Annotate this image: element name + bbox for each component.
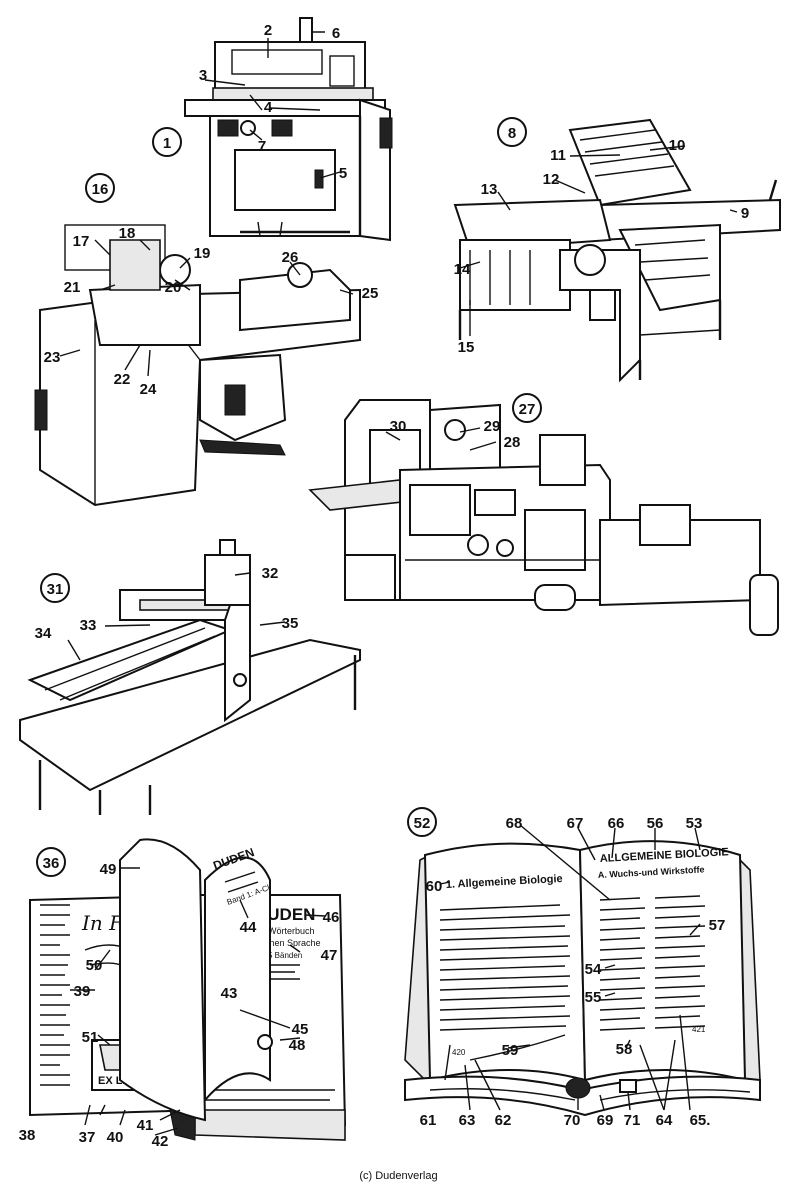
svg-text:37: 37: [79, 1129, 96, 1146]
svg-text:44: 44: [240, 919, 257, 936]
svg-text:59: 59: [502, 1042, 519, 1059]
svg-text:19: 19: [194, 245, 211, 262]
svg-text:10: 10: [669, 137, 686, 154]
open-book-front-illustration: In Fr EX LIBRIS DUDEN Wörterbuch chen Sp…: [29, 838, 347, 1141]
case-maker-illustration: [308, 399, 779, 636]
svg-text:23: 23: [44, 349, 61, 366]
svg-text:45: 45: [292, 1021, 309, 1038]
figure-number-52: 52: [407, 807, 437, 837]
title-page-line3: 5 Bänden: [268, 951, 302, 960]
title-page-line1: Wörterbuch: [268, 926, 315, 936]
svg-text:13: 13: [481, 181, 498, 198]
svg-text:24: 24: [140, 381, 157, 398]
svg-text:58: 58: [616, 1041, 633, 1058]
svg-text:54: 54: [585, 961, 602, 978]
svg-text:61: 61: [420, 1112, 437, 1129]
svg-text:57: 57: [709, 917, 726, 934]
svg-text:35: 35: [282, 615, 299, 632]
figure-number-1: 1: [152, 127, 182, 157]
svg-text:8: 8: [508, 125, 516, 142]
svg-text:66: 66: [608, 815, 625, 832]
folding-machine-illustration: [453, 118, 781, 383]
svg-text:68: 68: [506, 815, 523, 832]
svg-text:53: 53: [686, 815, 703, 832]
gluing-machine-illustration: [19, 539, 361, 815]
leader-lines: [59, 31, 738, 1136]
svg-text:12: 12: [543, 171, 560, 188]
svg-text:56: 56: [647, 815, 664, 832]
svg-text:14: 14: [454, 261, 471, 278]
figure-number-27: 27: [512, 393, 542, 423]
svg-text:11: 11: [550, 147, 566, 164]
svg-text:31: 31: [47, 581, 64, 598]
svg-text:71: 71: [624, 1112, 641, 1129]
figure-number-36: 36: [36, 847, 66, 877]
svg-text:18: 18: [119, 225, 136, 242]
figure-number-16: 16: [85, 173, 115, 203]
svg-text:64: 64: [656, 1112, 673, 1129]
svg-text:48: 48: [289, 1037, 306, 1054]
svg-text:28: 28: [504, 434, 521, 451]
svg-text:9: 9: [741, 205, 749, 222]
svg-text:17: 17: [73, 233, 90, 250]
svg-text:67: 67: [567, 815, 584, 832]
svg-text:21: 21: [64, 279, 81, 296]
title-page-line2: chen Sprache: [265, 938, 321, 948]
svg-text:1: 1: [163, 135, 171, 152]
svg-text:43: 43: [221, 985, 238, 1002]
figure-number-31: 31: [40, 573, 70, 603]
svg-text:46: 46: [323, 909, 340, 926]
svg-text:34: 34: [35, 625, 52, 642]
svg-text:42: 42: [152, 1133, 169, 1150]
svg-text:65.: 65.: [690, 1112, 711, 1129]
svg-text:63: 63: [459, 1112, 476, 1129]
svg-text:51: 51: [82, 1029, 99, 1046]
svg-text:33: 33: [80, 617, 97, 634]
svg-text:39: 39: [74, 983, 91, 1000]
svg-text:3: 3: [199, 67, 207, 84]
svg-text:15: 15: [458, 339, 475, 356]
svg-text:25: 25: [362, 285, 379, 302]
svg-text:20: 20: [165, 279, 182, 296]
binding-machine-illustration: [34, 224, 361, 507]
svg-text:60: 60: [426, 878, 443, 895]
svg-text:7: 7: [258, 138, 266, 155]
svg-text:16: 16: [92, 181, 109, 198]
svg-text:38: 38: [19, 1127, 36, 1144]
part-labels: 2 3 4 5 6 7 9 10 11 12 13 14 15 17 18 19…: [19, 22, 750, 1150]
svg-text:30: 30: [390, 418, 407, 435]
svg-text:36: 36: [43, 855, 60, 872]
right-page-number: 421: [692, 1025, 706, 1034]
svg-text:47: 47: [321, 947, 338, 964]
svg-text:70: 70: [564, 1112, 581, 1129]
svg-text:22: 22: [114, 371, 131, 388]
left-page-number: 420: [452, 1048, 466, 1057]
svg-text:32: 32: [262, 565, 279, 582]
open-book-pages-illustration: 1. Allgemeine Biologie 420 ALLGEMEINE BI…: [404, 840, 761, 1117]
svg-text:40: 40: [107, 1129, 124, 1146]
paper-cutter-illustration: [184, 17, 393, 242]
svg-text:69: 69: [597, 1112, 614, 1129]
svg-text:50: 50: [86, 957, 103, 974]
svg-text:29: 29: [484, 418, 501, 435]
svg-text:49: 49: [100, 861, 117, 878]
svg-text:41: 41: [137, 1117, 154, 1134]
svg-text:6: 6: [332, 25, 340, 42]
figure-number-8: 8: [497, 117, 527, 147]
svg-text:5: 5: [339, 165, 347, 182]
svg-text:52: 52: [414, 815, 431, 832]
copyright-credit: (c) Dudenverlag: [359, 1170, 438, 1182]
svg-text:4: 4: [264, 99, 273, 116]
svg-text:55: 55: [585, 989, 602, 1006]
svg-text:62: 62: [495, 1112, 512, 1129]
svg-text:27: 27: [519, 401, 536, 418]
svg-text:2: 2: [264, 22, 272, 39]
svg-text:26: 26: [282, 249, 299, 266]
